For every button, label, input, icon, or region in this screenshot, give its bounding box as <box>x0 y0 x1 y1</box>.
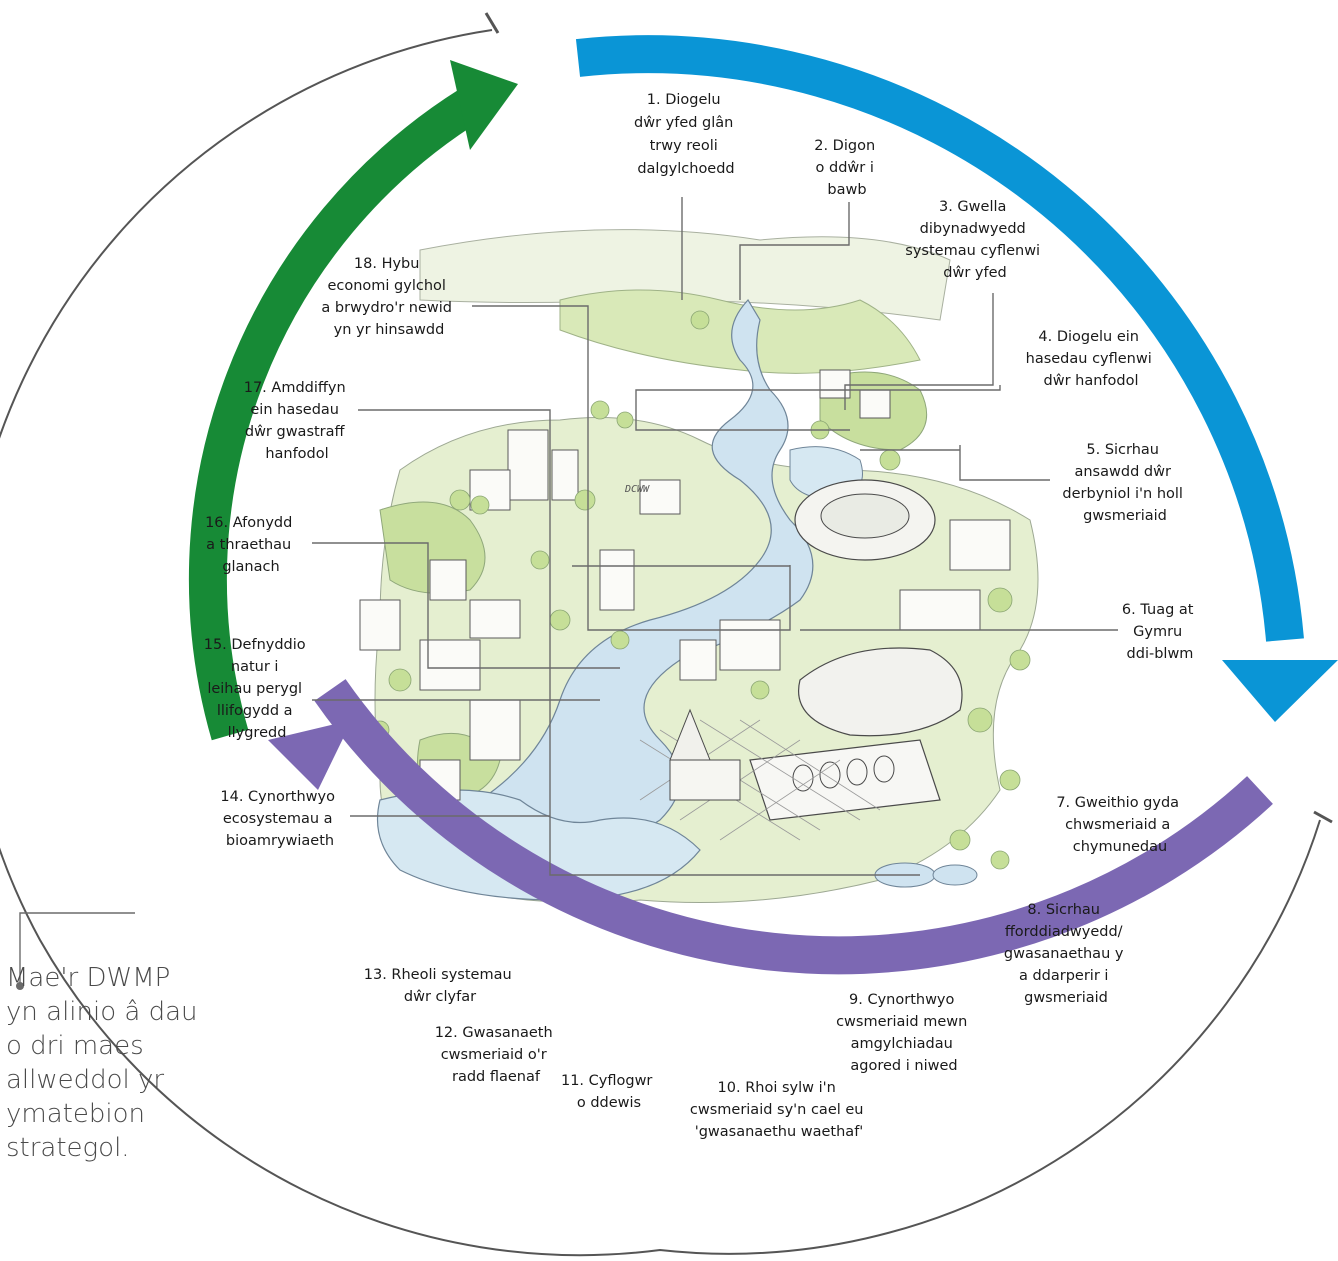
label-18: 18. Hybu economi gylchol a brwydro'r new… <box>321 256 456 338</box>
outer-ring-left <box>0 29 1321 1257</box>
label-4: 4. Diogelu ein hasedau cyflenwi dŵr hanf… <box>1026 329 1157 389</box>
label-16: 16. Afonydd a thraethau glanach <box>205 515 297 575</box>
side-note-line: Mae'r DWMP <box>6 963 171 993</box>
label-9: 9. Cynorthwyo cwsmeriaid mewn amgylchiad… <box>836 992 972 1074</box>
side-note-line: yn alinio â dau <box>6 997 198 1027</box>
leader-lines <box>19 197 1118 986</box>
side-note-dot <box>16 982 24 990</box>
label-8: 8. Sicrhau fforddiadwyedd/ gwasanaethau … <box>1004 902 1128 1006</box>
label-2: 2. Digon o ddŵr i bawb <box>814 138 880 198</box>
label-13: 13. Rheoli systemau dŵr clyfar <box>364 967 517 1005</box>
ring-end-tick-top <box>484 12 500 34</box>
side-note-line: allweddol yr <box>6 1065 165 1095</box>
label-14: 14. Cynorthwyo ecosystemau a bioamrywiae… <box>220 789 339 849</box>
label-5: 5. Sicrhau ansawdd dŵr derbyniol i'n hol… <box>1062 442 1187 524</box>
ring-end-tick-right <box>1313 810 1333 824</box>
label-12: 12. Gwasanaeth cwsmeriaid o'r radd flaen… <box>435 1025 558 1085</box>
label-1: 1. Diogelu dŵr yfed glân trwy reoli dalg… <box>634 92 738 177</box>
label-11: 11. Cyflogwr o ddewis <box>561 1073 657 1111</box>
sketch-sign-text: DCWW <box>624 484 650 495</box>
city-sketch-illustration: DCWW <box>359 229 1039 903</box>
environment-arc: Yr Amgylchedd <box>136 60 518 741</box>
side-note-line: ymatebion <box>6 1099 145 1129</box>
side-note-line: strategol. <box>6 1133 130 1163</box>
label-6: 6. Tuag at Gymru ddi-blwm <box>1122 602 1198 662</box>
strategic-response-labels: 1. Diogelu dŵr yfed glân trwy reoli dalg… <box>204 92 1198 1140</box>
label-10: 10. Rhoi sylw i'n cwsmeriaid sy'n cael e… <box>690 1080 868 1140</box>
side-note-line: o dri maes <box>6 1031 144 1061</box>
customers-arc-label: Cwsmeriaid a Chymunedau <box>660 1075 1037 1208</box>
side-note: Mae'r DWMP yn alinio â dau o dri maes al… <box>6 961 246 1165</box>
label-15: 15. Defnyddio natur i leihau perygl llif… <box>204 637 311 741</box>
label-7: 7. Gweithio gyda chwsmeriaid a chymuneda… <box>1056 795 1183 855</box>
label-17: 17. Amddiffyn ein hasedau dŵr gwastraff … <box>244 380 351 462</box>
label-3: 3. Gwella dibynadwyedd systemau cyflenwi… <box>905 199 1044 281</box>
